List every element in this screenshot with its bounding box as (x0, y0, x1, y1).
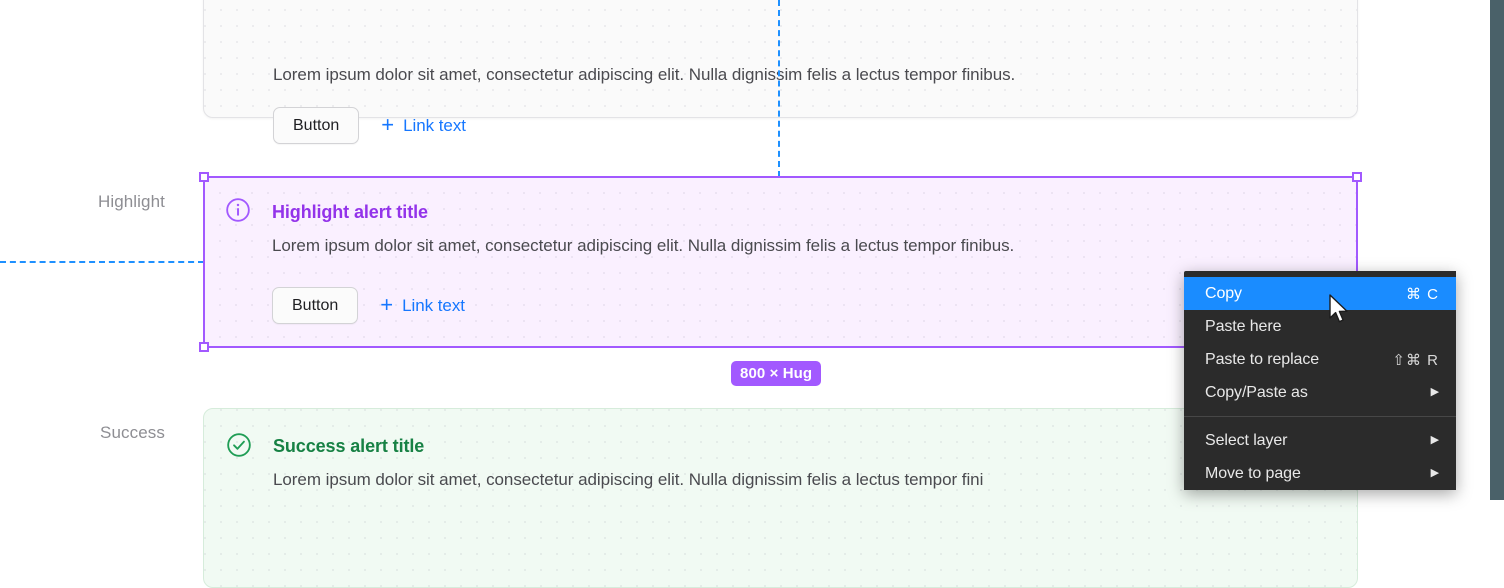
horizontal-alignment-guide (0, 261, 204, 263)
menu-item-move-to-page[interactable]: Move to page ▶ (1184, 457, 1456, 490)
menu-item-shortcut: ⌘ C (1406, 285, 1439, 303)
alert-card-highlight[interactable]: Highlight alert title Lorem ipsum dolor … (203, 176, 1358, 348)
submenu-arrow-icon: ▶ (1430, 434, 1439, 446)
alert-card-neutral[interactable]: Lorem ipsum dolor sit amet, consectetur … (203, 0, 1358, 144)
alert-link-label: Link text (403, 115, 466, 135)
alert-body-text: Lorem ipsum dolor sit amet, consectetur … (272, 236, 1015, 255)
check-circle-icon (226, 432, 252, 458)
menu-item-label: Copy/Paste as (1205, 383, 1308, 401)
vertical-alignment-guide (778, 0, 780, 177)
submenu-arrow-icon: ▶ (1430, 386, 1439, 398)
plus-icon: + (381, 111, 395, 137)
alert-link[interactable]: + Link text (381, 111, 466, 137)
alert-actions: Button + Link text (273, 107, 466, 144)
alert-body-text: Lorem ipsum dolor sit amet, consectetur … (273, 65, 1016, 84)
row-label-highlight: Highlight (97, 192, 165, 211)
alert-content: Lorem ipsum dolor sit amet, consectetur … (204, 0, 1357, 144)
context-menu[interactable]: Copy ⌘ C Paste here Paste to replace ⇧⌘ … (1184, 271, 1456, 490)
menu-item-label: Paste to replace (1205, 350, 1320, 368)
alert-title: Success alert title (273, 436, 425, 456)
menu-separator (1184, 416, 1456, 417)
alert-button[interactable]: Button (272, 287, 359, 324)
menu-item-paste-to-replace[interactable]: Paste to replace ⇧⌘ R (1184, 343, 1456, 376)
menu-item-label: Move to page (1205, 464, 1301, 482)
menu-item-label: Copy (1205, 284, 1242, 302)
size-badge: 800 × Hug (731, 361, 822, 386)
alert-content: Highlight alert title Lorem ipsum dolor … (203, 176, 1358, 348)
alert-content: Success alert title Lorem ipsum dolor si… (204, 409, 1357, 587)
menu-item-select-layer[interactable]: Select layer ▶ (1184, 424, 1456, 457)
alert-link-label: Link text (402, 295, 465, 315)
menu-item-copy[interactable]: Copy ⌘ C (1184, 277, 1456, 310)
info-circle-icon (225, 197, 251, 223)
row-label-success: Success (100, 423, 165, 442)
menu-item-label: Select layer (1205, 431, 1288, 449)
menu-item-paste-here[interactable]: Paste here (1184, 310, 1456, 343)
menu-item-copy-paste-as[interactable]: Copy/Paste as ▶ (1184, 376, 1456, 409)
menu-item-shortcut: ⇧⌘ R (1392, 351, 1439, 369)
alert-title: Highlight alert title (272, 202, 428, 222)
menu-item-label: Paste here (1205, 317, 1282, 335)
alert-actions: Button + Link text (272, 287, 465, 324)
alert-link[interactable]: + Link text (380, 291, 465, 317)
right-panel-edge (1490, 0, 1504, 500)
submenu-arrow-icon: ▶ (1430, 467, 1439, 479)
alert-body-text: Lorem ipsum dolor sit amet, consectetur … (273, 470, 984, 489)
plus-icon: + (380, 291, 394, 317)
alert-button[interactable]: Button (273, 107, 360, 144)
